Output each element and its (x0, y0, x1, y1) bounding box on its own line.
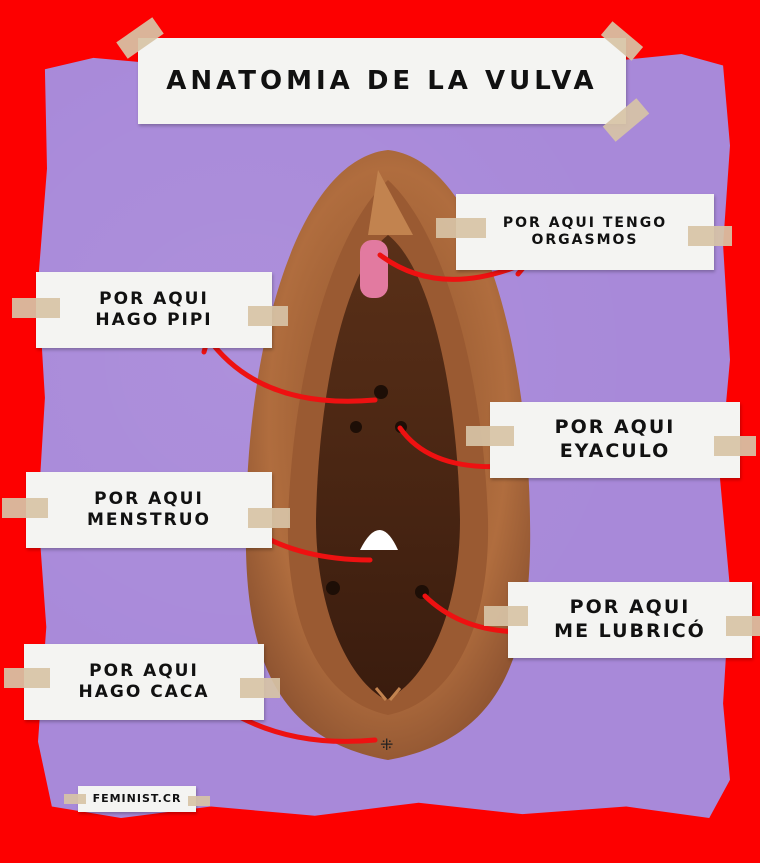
tape (240, 678, 280, 698)
label-eyaculo: POR AQUI EYACULO (490, 402, 740, 478)
tape (12, 298, 60, 318)
label-line: MENSTRUO (87, 510, 211, 530)
label-line: HAGO CACA (78, 682, 210, 702)
label-line: EYACULO (559, 440, 671, 462)
tape (4, 668, 50, 688)
label-hago-pipi: POR AQUI HAGO PIPI (36, 272, 272, 348)
tape (726, 616, 760, 636)
tape (484, 606, 528, 626)
tape (466, 426, 514, 446)
label-orgasmos: POR AQUI TENGO ORGASMOS (456, 194, 714, 270)
tape (436, 218, 486, 238)
label-line: POR AQUI TENGO (502, 214, 668, 231)
brand-text: FEMINIST.CR (92, 792, 182, 806)
label-line: POR AQUI (94, 488, 204, 509)
label-line: POR AQUI (569, 596, 691, 619)
label-line: POR AQUI (554, 416, 676, 439)
page-title: ANATOMIA DE LA VULVA (138, 38, 626, 124)
tape (188, 796, 210, 806)
label-menstruo: POR AQUI MENSTRUO (26, 472, 272, 548)
label-line: HAGO PIPI (95, 310, 213, 330)
label-hago-caca: POR AQUI HAGO CACA (24, 644, 264, 720)
tape (64, 794, 86, 804)
label-line: ME LUBRICÓ (554, 620, 706, 642)
label-me-lubrico: POR AQUI ME LUBRICÓ (508, 582, 752, 658)
brand-label: FEMINIST.CR (78, 786, 196, 812)
tape (248, 508, 290, 528)
tape (248, 306, 288, 326)
tape (2, 498, 48, 518)
tape (688, 226, 732, 246)
label-line: POR AQUI (99, 288, 209, 309)
svg-text:⁜: ⁜ (380, 735, 393, 754)
title-text: ANATOMIA DE LA VULVA (166, 65, 598, 96)
label-line: POR AQUI (89, 660, 199, 681)
label-line: ORGASMOS (531, 232, 639, 248)
tape (714, 436, 756, 456)
